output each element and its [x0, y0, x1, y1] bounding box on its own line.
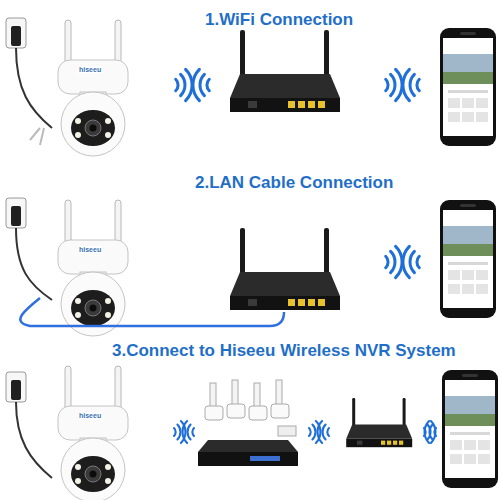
- brand-logo: hiseeu: [78, 412, 102, 419]
- section-heading: 2.LAN Cable Connection: [195, 173, 393, 193]
- brand-logo: hiseeu: [78, 246, 102, 253]
- nvr-row: [6, 366, 498, 500]
- section-heading: 3.Connect to Hiseeu Wireless NVR System: [112, 341, 456, 361]
- brand-logo: hiseeu: [78, 66, 102, 73]
- section-heading: 1.WiFi Connection: [205, 10, 353, 30]
- wifi-row: [6, 18, 496, 156]
- lan-row: [6, 198, 496, 336]
- nvr-kit: [198, 380, 298, 466]
